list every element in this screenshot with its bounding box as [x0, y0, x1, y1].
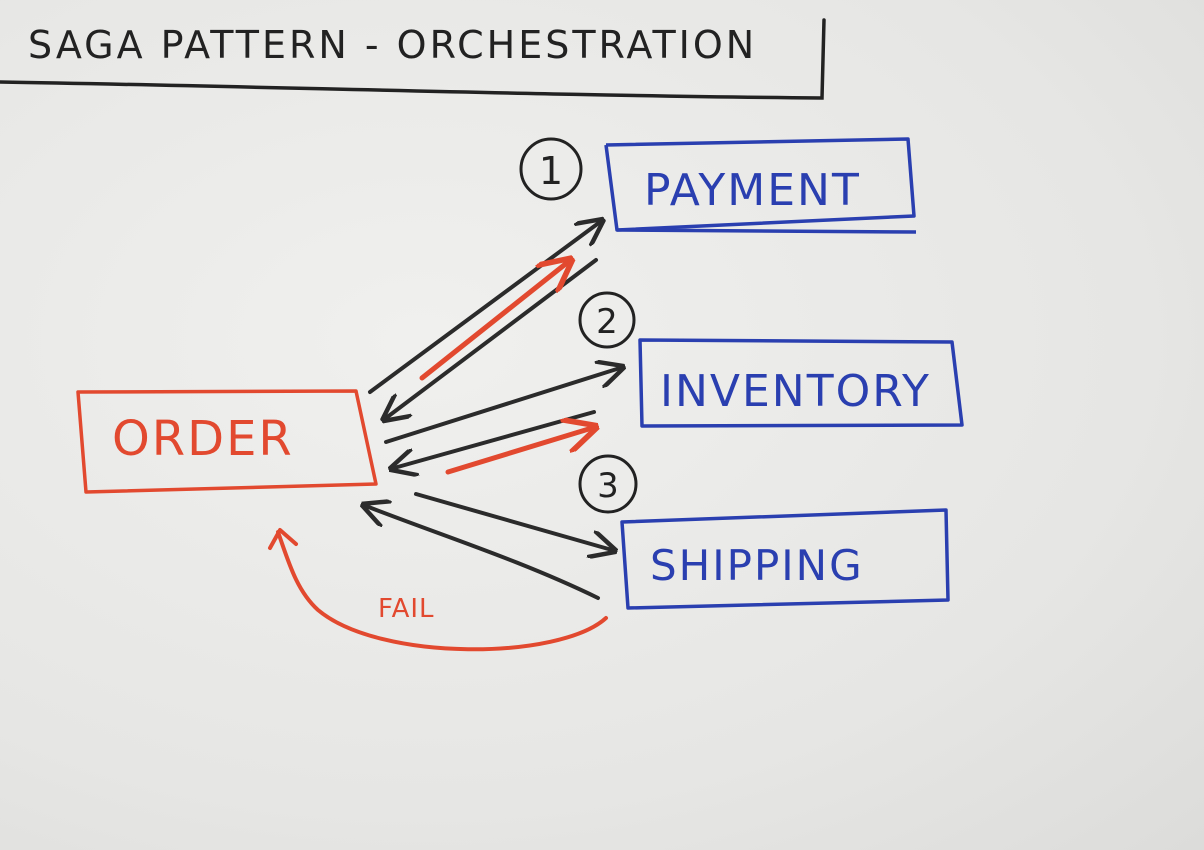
arrow-shipping-to-order	[366, 506, 600, 600]
step-marker	[578, 454, 638, 514]
step-number: 3	[597, 466, 619, 506]
fail-label: FAIL	[378, 594, 435, 624]
step-marker	[519, 137, 583, 201]
arrow-order-to-payment	[368, 222, 600, 394]
step-number: 1	[539, 149, 563, 193]
service-label: PAYMENT	[644, 165, 861, 216]
arrow-payment-to-order	[386, 258, 598, 418]
order-label: ORDER	[112, 411, 294, 467]
service-label: SHIPPING	[650, 541, 864, 590]
compensation-arrow-payment	[419, 262, 568, 381]
service-box-shipping: SHIPPING 3	[578, 454, 950, 610]
compensation-arrow-inventory	[445, 428, 592, 475]
arrow-order-to-inventory	[384, 368, 620, 444]
service-label: INVENTORY	[660, 366, 931, 417]
arrow-order-to-shipping	[414, 492, 612, 550]
step-marker	[578, 291, 636, 349]
service-box-payment: PAYMENT 1	[519, 137, 917, 234]
fail-arrow	[276, 530, 608, 652]
step-number: 2	[596, 302, 618, 342]
order-box: ORDER	[76, 389, 378, 494]
page-title: SAGA PATTERN - ORCHESTRATION	[28, 23, 757, 67]
fail-arrowhead	[268, 528, 298, 550]
service-box-inventory: INVENTORY 2	[578, 291, 964, 428]
title-underline	[0, 18, 826, 100]
